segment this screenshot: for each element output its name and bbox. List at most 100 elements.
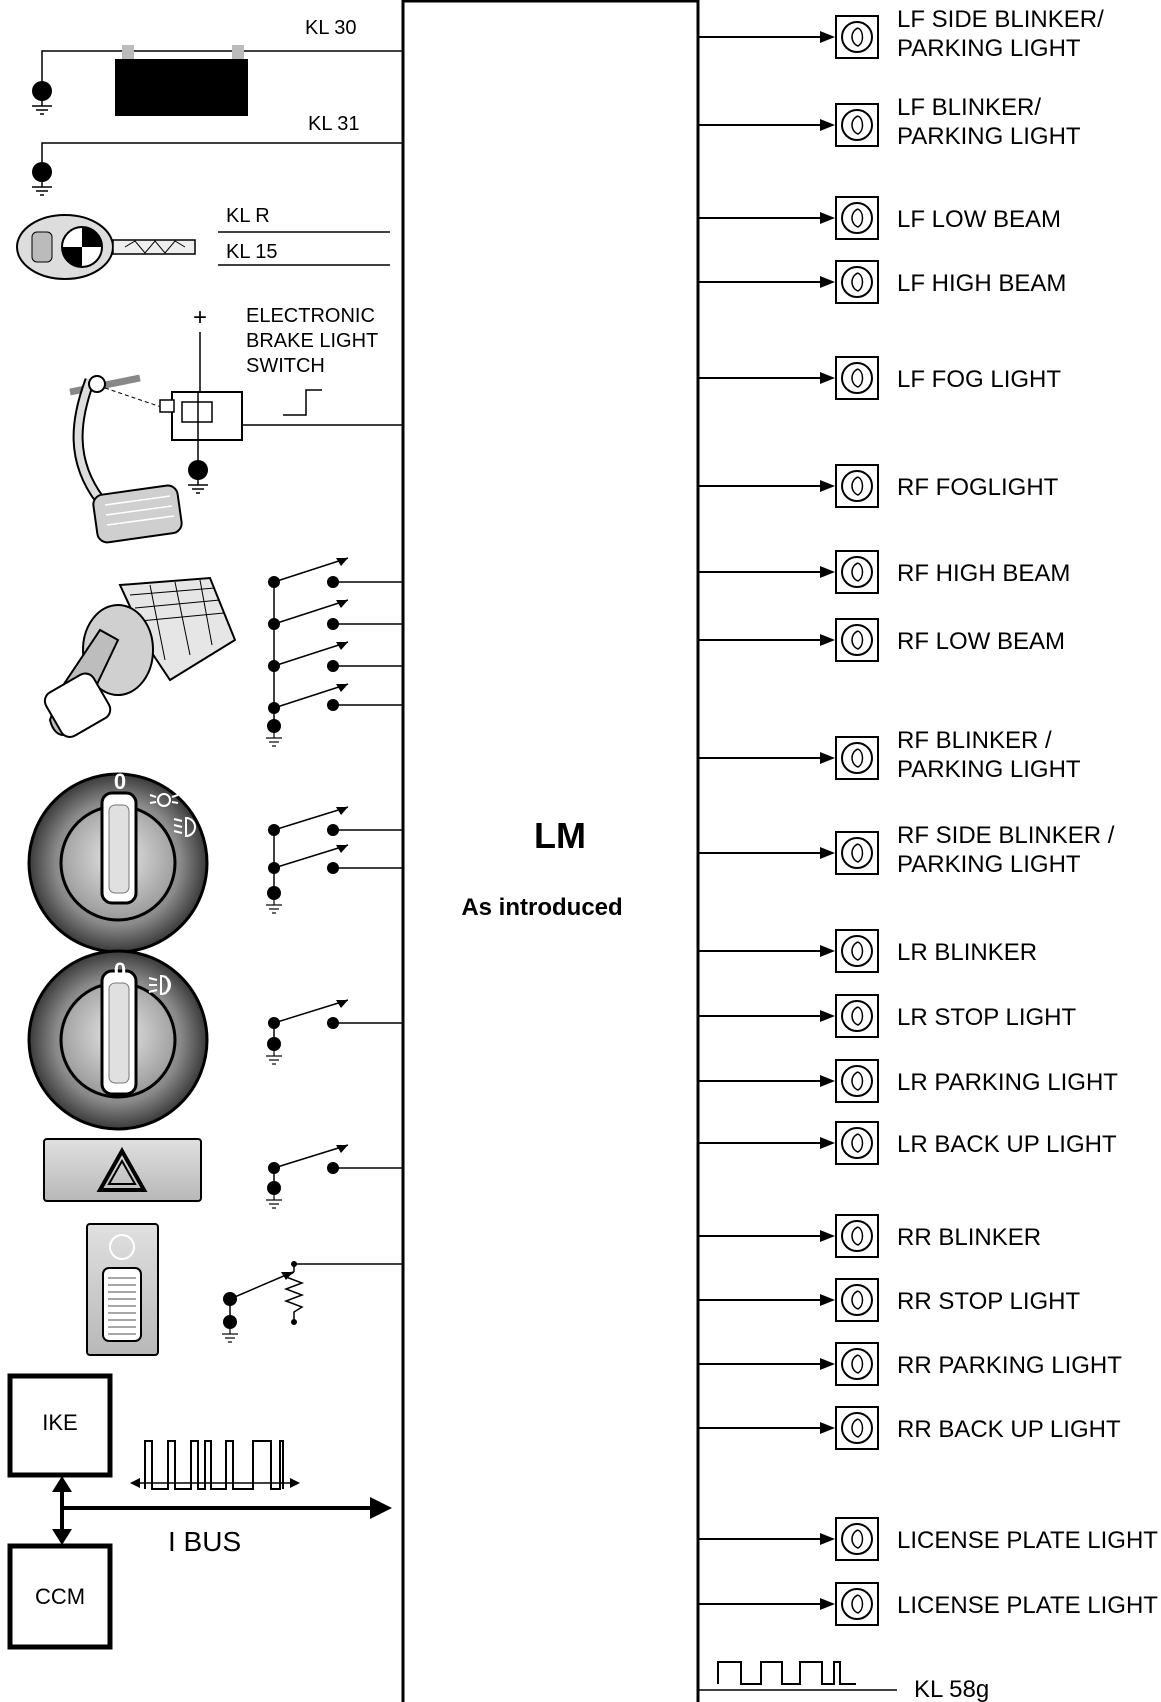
lamp-icon	[835, 196, 879, 240]
output-label: LR BACK UP LIGHT	[897, 1131, 1117, 1158]
key-icon	[16, 214, 196, 280]
ground-icon	[222, 1329, 238, 1343]
output-arrow	[820, 752, 835, 764]
ignition-key-group: KL R KL 15	[16, 205, 390, 280]
lamp-icon	[835, 1582, 879, 1626]
lamp-icon	[835, 356, 879, 400]
lamp-icon	[835, 103, 879, 147]
output-label: PARKING LIGHT	[897, 35, 1081, 62]
output-label: LR BLINKER	[897, 939, 1037, 966]
brake-switch-label-3: SWITCH	[246, 355, 325, 377]
dimmer-group	[86, 1223, 403, 1356]
output-label: RF HIGH BEAM	[897, 560, 1070, 587]
output-label: PARKING LIGHT	[897, 851, 1081, 878]
lamp-icon	[835, 1406, 879, 1450]
output-arrow	[820, 212, 835, 224]
output-label: RR STOP LIGHT	[897, 1288, 1080, 1315]
output-row: RF HIGH BEAM	[698, 550, 1070, 594]
lm-module-title: LM	[534, 815, 586, 856]
lamp-icon	[835, 550, 879, 594]
output-row: RR STOP LIGHT	[698, 1278, 1080, 1322]
lm-module-box	[401, 0, 700, 1702]
kl58g-label: KL 58g	[914, 1676, 989, 1702]
ground-node	[267, 1037, 281, 1051]
ground-node	[32, 162, 52, 182]
output-row: LF LOW BEAM	[698, 196, 1061, 240]
output-label: RF LOW BEAM	[897, 628, 1065, 655]
output-row: LF BLINKER/PARKING LIGHT	[698, 94, 1081, 150]
output-label: LR STOP LIGHT	[897, 1004, 1077, 1031]
brake-pedal-icon	[69, 374, 183, 544]
hazard-switch-group	[43, 1138, 403, 1209]
kl58g-group: KL 58g	[698, 1661, 989, 1702]
output-arrow	[820, 1294, 835, 1306]
ground-icon	[266, 1195, 282, 1209]
output-row: RR BACK UP LIGHT	[698, 1406, 1121, 1450]
klr-label: KL R	[226, 205, 270, 227]
lamp-icon	[835, 15, 879, 59]
lamp-icon	[835, 831, 879, 875]
output-row: LR STOP LIGHT	[698, 994, 1077, 1038]
headlight-zero-label: 0	[114, 769, 126, 794]
ibus-label: I BUS	[168, 1526, 241, 1557]
battery-group: KL 30	[32, 17, 403, 116]
output-row: RF FOGLIGHT	[698, 464, 1059, 508]
output-label: RR PARKING LIGHT	[897, 1352, 1122, 1379]
output-row: RF LOW BEAM	[698, 618, 1065, 662]
output-arrow	[820, 945, 835, 957]
foglight-switch-group: 0	[27, 949, 403, 1131]
lamp-icon	[835, 464, 879, 508]
ground-icon	[32, 101, 52, 115]
brake-switch-label-2: BRAKE LIGHT	[246, 330, 378, 352]
hazard-button-icon	[43, 1138, 202, 1202]
headlight-switch-icon: 0	[27, 769, 209, 954]
output-arrow	[820, 119, 835, 131]
output-label: RF BLINKER /	[897, 727, 1052, 754]
output-arrow	[820, 31, 835, 43]
output-arrow	[820, 566, 835, 578]
foglight-switch-icon: 0	[27, 949, 209, 1131]
output-label: LICENSE PLATE LIGHT	[897, 1527, 1158, 1554]
fog-light-icon	[148, 974, 171, 996]
kl31-group: KL 31	[32, 113, 403, 196]
lamp-icon	[835, 736, 879, 780]
output-label: PARKING LIGHT	[897, 756, 1081, 783]
ground-node	[267, 886, 281, 900]
lamp-icon	[835, 1214, 879, 1258]
ike-box	[7, 1373, 113, 1478]
output-row: RR BLINKER	[698, 1214, 1041, 1258]
output-arrow	[820, 372, 835, 384]
output-arrow	[820, 1533, 835, 1545]
lamp-icon	[835, 1342, 879, 1386]
output-label: LF SIDE BLINKER/	[897, 6, 1104, 33]
output-arrow	[820, 1358, 835, 1370]
output-label: PARKING LIGHT	[897, 123, 1081, 150]
output-label: LF BLINKER/	[897, 94, 1041, 121]
brake-switch-group: + ELECTRONIC BRAKE LIGHT SWITCH	[69, 304, 403, 544]
output-row: RF SIDE BLINKER /PARKING LIGHT	[698, 822, 1115, 878]
output-label: LF HIGH BEAM	[897, 270, 1066, 297]
ground-node	[223, 1315, 237, 1329]
turn-signal-stalk-icon	[43, 576, 237, 738]
output-arrow	[820, 1598, 835, 1610]
kl31-label: KL 31	[308, 113, 360, 135]
turn-signal-stalk-group	[43, 557, 403, 747]
output-arrow	[820, 1137, 835, 1149]
ground-icon	[266, 900, 282, 914]
output-arrow	[820, 276, 835, 288]
output-row: LICENSE PLATE LIGHT	[698, 1582, 1158, 1626]
headlight-switch-group: 0	[27, 769, 403, 954]
output-label: LF FOG LIGHT	[897, 366, 1061, 393]
output-label: RR BLINKER	[897, 1224, 1041, 1251]
lamp-icon	[835, 1059, 879, 1103]
output-label: RF FOGLIGHT	[897, 474, 1059, 501]
brake-sensor-icon	[159, 391, 243, 441]
ground-icon	[188, 480, 208, 494]
lamp-icon	[835, 929, 879, 973]
output-arrow	[820, 847, 835, 859]
ground-node	[32, 81, 52, 101]
output-label: RR BACK UP LIGHT	[897, 1416, 1121, 1443]
output-arrow	[820, 480, 835, 492]
output-row: LR BACK UP LIGHT	[698, 1121, 1117, 1165]
